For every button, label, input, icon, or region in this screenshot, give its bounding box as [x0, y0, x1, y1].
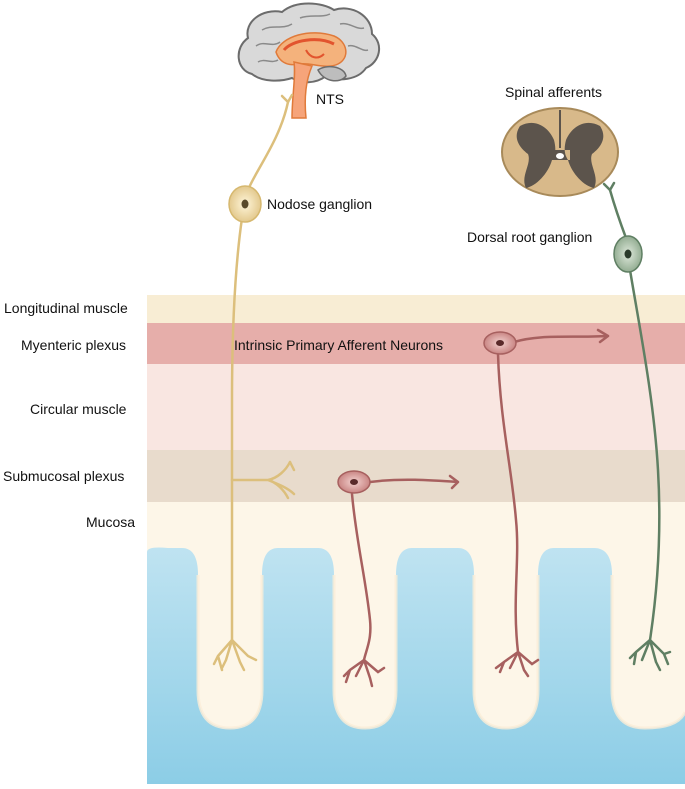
submucosal-ipan-descending-process: [350, 492, 372, 662]
villus-2: [332, 575, 398, 730]
vagal-submucosal-branch: [230, 460, 296, 500]
dorsal-root-ganglion-label: Dorsal root ganglion: [467, 229, 593, 245]
submucosal-ipan: [342, 474, 460, 688]
myenteric-plexus-layer: [147, 323, 685, 364]
brain-illustration: [237, 2, 381, 119]
myenteric-plexus-label: Myenteric plexus: [21, 337, 127, 353]
villus-1: [196, 575, 264, 730]
gut-lumen: [147, 547, 685, 784]
circular-muscle-label: Circular muscle: [30, 401, 127, 417]
corpus-callosum: [282, 38, 335, 52]
vagal-central-axon: [246, 100, 290, 192]
spinal-peripheral-axon: [628, 268, 661, 642]
ipan-label: Intrinsic Primary Afferent Neurons: [234, 337, 444, 353]
spinal-afferents-label: Spinal afferents: [505, 84, 603, 100]
villus-3: [472, 575, 540, 730]
villus-4: [610, 575, 685, 730]
submucosal-plexus-label: Submucosal plexus: [3, 468, 125, 484]
nodose-ganglion-label: Nodose ganglion: [267, 196, 373, 212]
central-canal: [556, 153, 564, 159]
mucosa-label: Mucosa: [86, 514, 136, 530]
nts-label: NTS: [316, 91, 344, 107]
vagal-peripheral-axon: [230, 216, 244, 642]
longitudinal-muscle-layer: [147, 295, 685, 323]
villi: [196, 575, 685, 730]
spinal-cord-illustration: [501, 107, 619, 197]
myenteric-ipan: [494, 328, 610, 678]
submucosal-plexus-layer: [147, 450, 685, 502]
myenteric-ipan-descending-process: [496, 352, 520, 654]
spinal-mucosal-endings: [628, 638, 672, 672]
spinal-afferent-neuron: [602, 181, 672, 672]
cerebellum: [317, 65, 347, 82]
brainstem: [291, 61, 314, 119]
submucosal-ipan-axon: [368, 474, 460, 490]
vagal-afferent-neuron: [212, 93, 296, 672]
myenteric-ipan-axon: [512, 328, 610, 344]
spinal-central-axon: [608, 188, 628, 240]
longitudinal-muscle-label: Longitudinal muscle: [4, 300, 128, 316]
circular-muscle-layer: [147, 364, 685, 450]
vagal-mucosal-endings: [212, 638, 258, 672]
